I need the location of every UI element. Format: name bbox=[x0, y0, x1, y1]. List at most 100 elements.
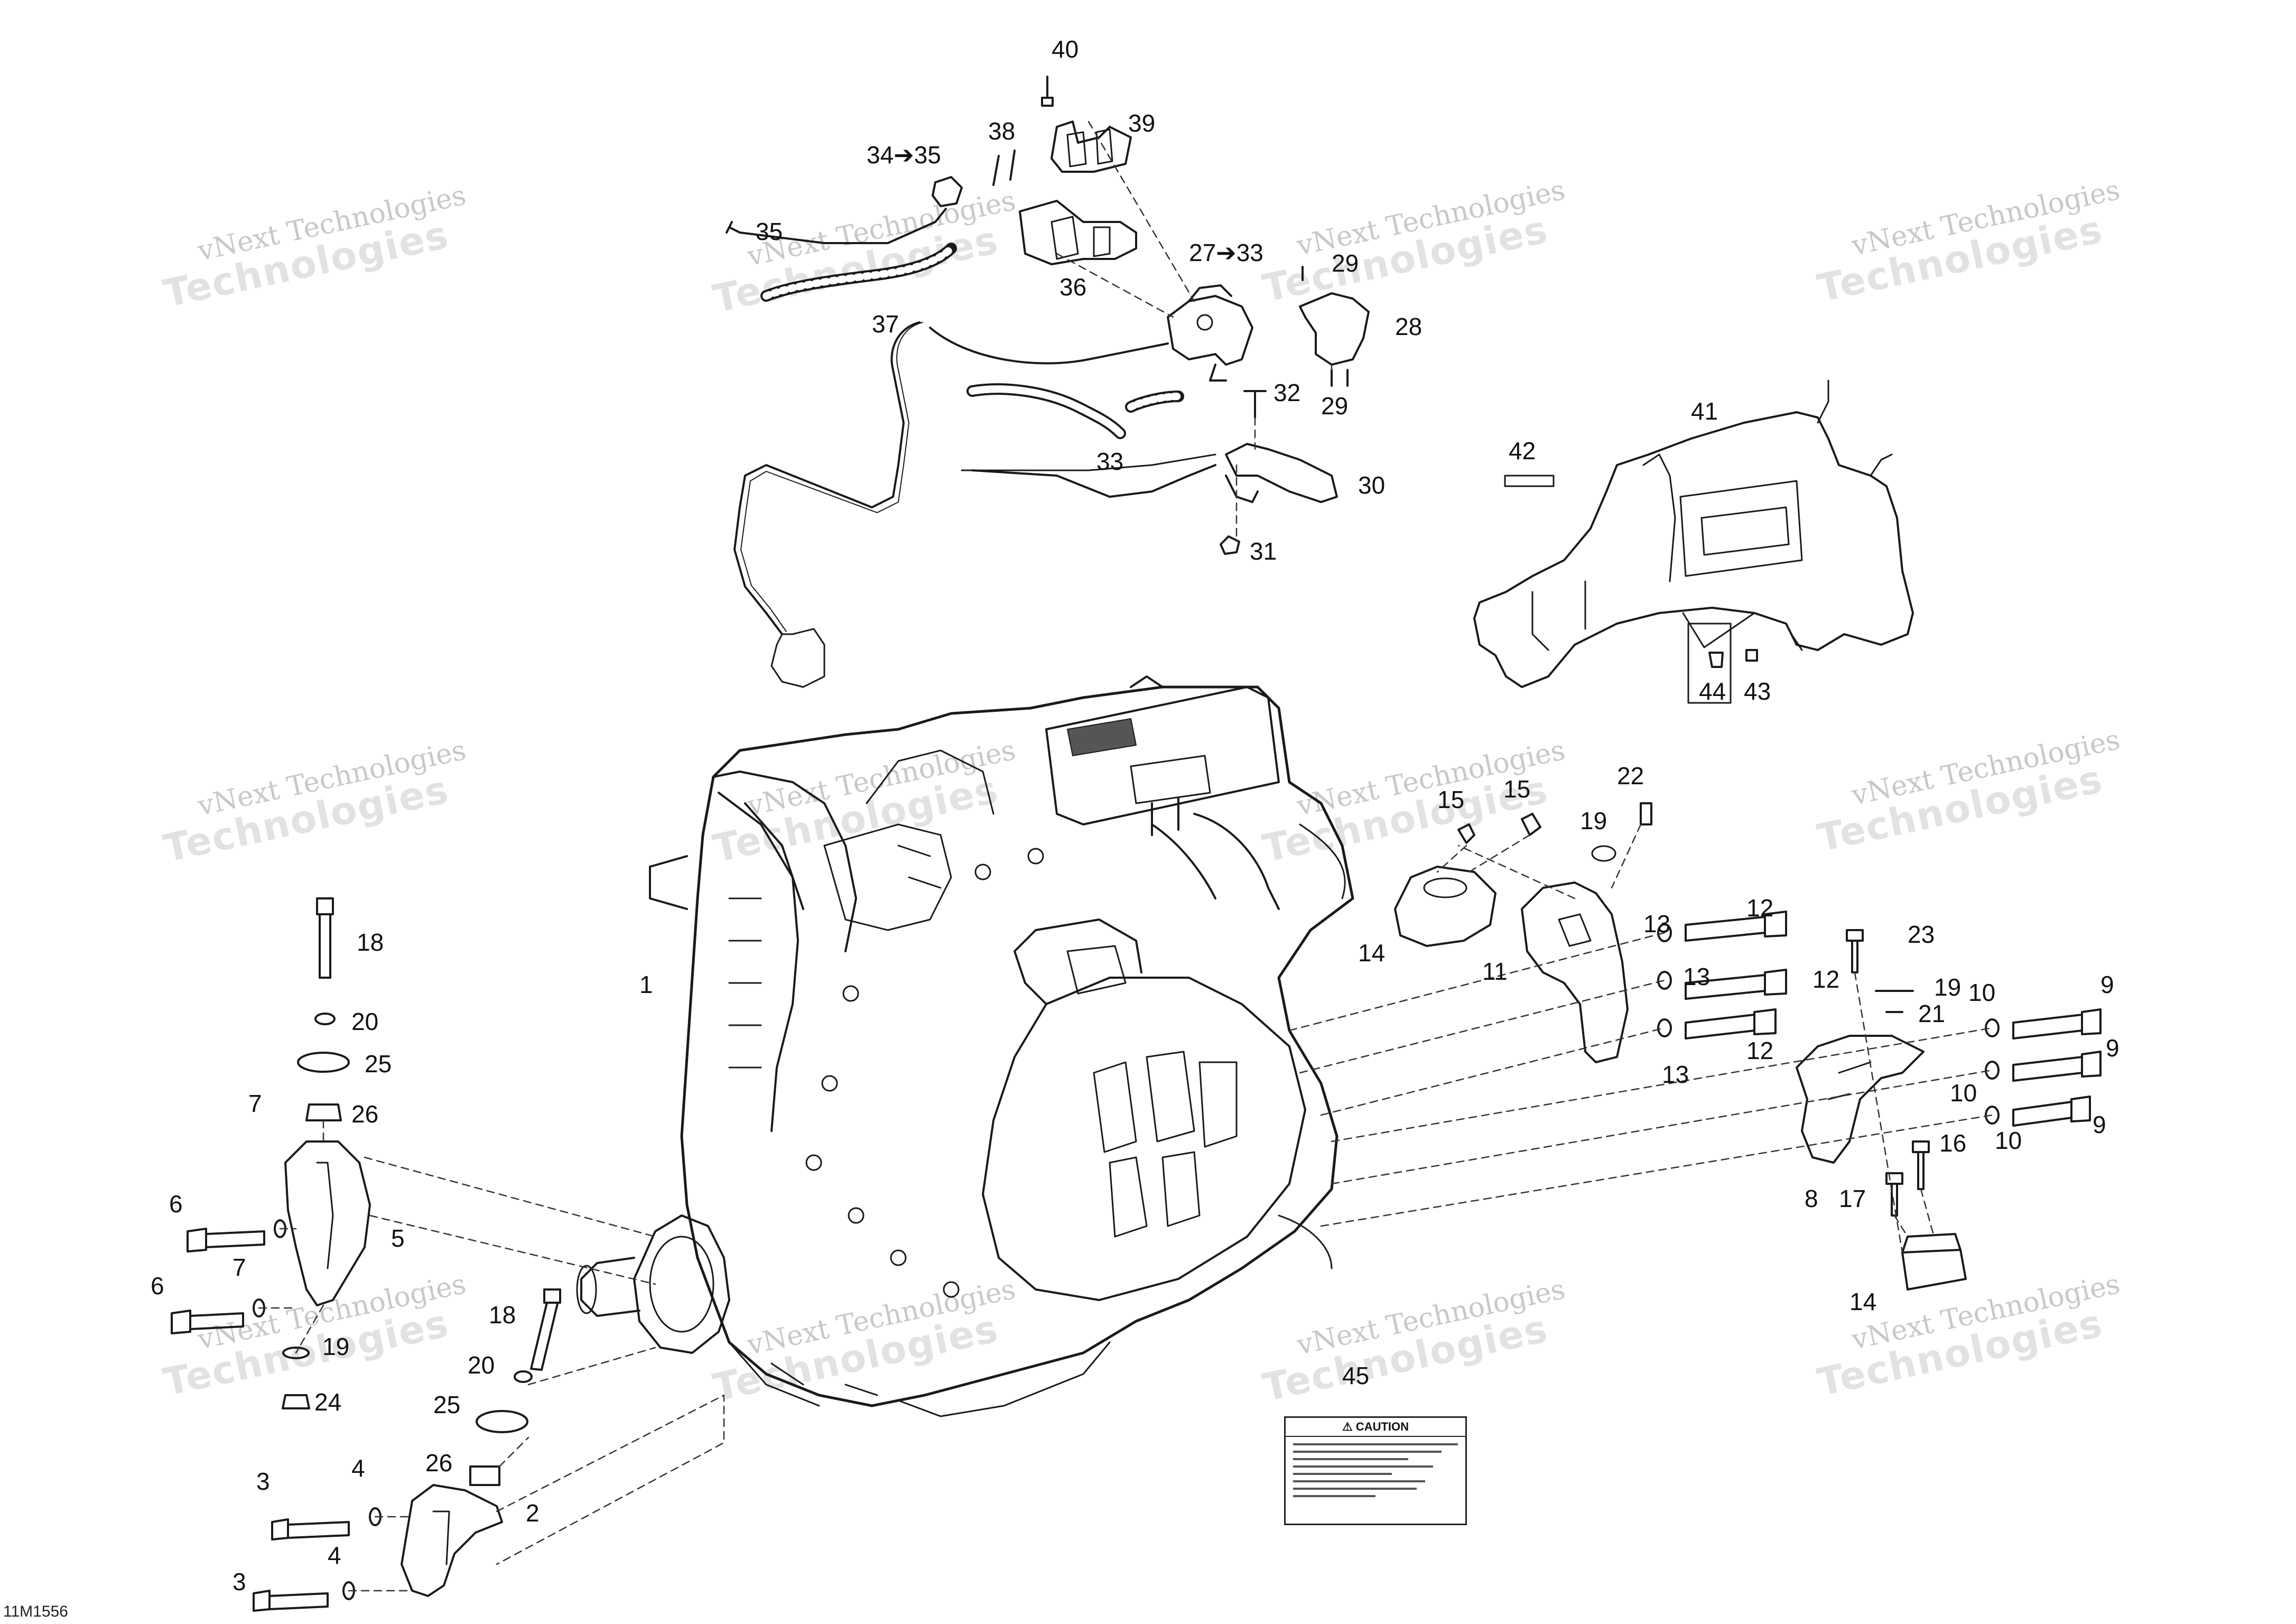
caution-decal-heading: ⚠ CAUTION bbox=[1286, 1418, 1465, 1437]
callout-c20a: 20 bbox=[351, 1008, 379, 1035]
callout-c37: 37 bbox=[872, 310, 899, 338]
part-42-pad bbox=[1504, 475, 1555, 487]
callout-c29b: 29 bbox=[1321, 392, 1349, 420]
callout-c21: 21 bbox=[1918, 1000, 1946, 1027]
part-39-clamp bbox=[1041, 76, 1132, 173]
parts-23-19-21 bbox=[1846, 929, 1914, 1013]
callout-c7a: 7 bbox=[248, 1090, 262, 1117]
callout-c32: 32 bbox=[1274, 379, 1301, 406]
part-24-nut bbox=[282, 1394, 310, 1409]
callout-c18a: 18 bbox=[357, 929, 384, 956]
callout-c10a: 10 bbox=[1968, 979, 1996, 1006]
part-14-mount-upper bbox=[1394, 866, 1496, 947]
callout-c19c: 19 bbox=[322, 1333, 350, 1360]
part-41-frame bbox=[1473, 379, 1914, 688]
callout-c12c: 12 bbox=[1746, 1037, 1774, 1064]
callout-c36: 36 bbox=[1059, 273, 1087, 301]
parts-16-17-bolts bbox=[1885, 1140, 1930, 1217]
part-36-housing bbox=[992, 150, 1137, 265]
part-5-bracket bbox=[284, 1140, 371, 1306]
callout-c41: 41 bbox=[1691, 397, 1718, 425]
callout-c9b: 9 bbox=[2106, 1034, 2120, 1062]
callout-c28: 28 bbox=[1395, 313, 1423, 340]
assembly-lines bbox=[258, 120, 1993, 1592]
callout-c5: 5 bbox=[391, 1224, 405, 1252]
part-31-nut bbox=[1220, 535, 1240, 555]
callout-c26b: 26 bbox=[425, 1449, 453, 1477]
callout-c27: 27➔33 bbox=[1189, 239, 1263, 266]
callout-c4b: 4 bbox=[328, 1542, 341, 1569]
part-26-nut-upper bbox=[305, 1103, 342, 1121]
part-26-nut-lower bbox=[469, 1465, 500, 1486]
part-14-mount-lower bbox=[1901, 1233, 1967, 1291]
part-35-connector bbox=[726, 176, 963, 244]
callout-c18b: 18 bbox=[489, 1301, 516, 1329]
callout-c6b: 6 bbox=[151, 1272, 164, 1300]
part-37-loom bbox=[760, 243, 957, 302]
callout-c7b: 7 bbox=[233, 1254, 246, 1281]
callout-c40: 40 bbox=[1052, 35, 1079, 63]
callout-c19a: 19 bbox=[1580, 807, 1607, 834]
callout-c17: 17 bbox=[1839, 1185, 1866, 1212]
part-2-bracket bbox=[401, 1484, 503, 1597]
part-19-washer-left bbox=[282, 1347, 310, 1359]
part-32-screw bbox=[1243, 390, 1267, 419]
callout-c8: 8 bbox=[1805, 1185, 1818, 1212]
callout-c34: 34➔35 bbox=[867, 141, 941, 169]
callout-c2: 2 bbox=[526, 1499, 540, 1527]
parts-6-7-bolts bbox=[171, 1219, 286, 1334]
small-fasteners-top-right bbox=[1457, 802, 1652, 862]
callout-c31: 31 bbox=[1250, 537, 1277, 565]
callout-c29a: 29 bbox=[1332, 249, 1359, 277]
callout-c10c: 10 bbox=[1995, 1127, 2022, 1154]
part-33-hose bbox=[966, 383, 1184, 439]
callout-c42: 42 bbox=[1509, 437, 1536, 465]
callout-c9a: 9 bbox=[2100, 971, 2114, 998]
callout-c16: 16 bbox=[1939, 1129, 1967, 1157]
callout-c23: 23 bbox=[1908, 921, 1935, 948]
part-20-washer-upper bbox=[314, 1013, 336, 1025]
part-11-bracket bbox=[1521, 881, 1629, 1063]
callout-c22: 22 bbox=[1617, 762, 1644, 790]
part-18-bolt-upper bbox=[316, 897, 334, 979]
part-25-washer-upper bbox=[297, 1052, 350, 1073]
callout-c25a: 25 bbox=[365, 1050, 392, 1078]
callout-c20b: 20 bbox=[468, 1351, 495, 1379]
part-20-washer-lower bbox=[514, 1370, 533, 1383]
callout-c35: 35 bbox=[756, 218, 783, 245]
callout-c30: 30 bbox=[1358, 471, 1386, 499]
caution-decal-text-lines bbox=[1293, 1443, 1458, 1516]
callout-c39: 39 bbox=[1128, 109, 1156, 137]
callout-c19b: 19 bbox=[1934, 973, 1962, 1001]
callout-c26a: 26 bbox=[351, 1100, 379, 1128]
callout-c44: 44 bbox=[1699, 678, 1726, 705]
callout-c11: 11 bbox=[1482, 958, 1508, 985]
part-27-block bbox=[1167, 284, 1253, 382]
wiring-harness bbox=[733, 321, 1216, 688]
callout-c33: 33 bbox=[1096, 448, 1124, 475]
callout-c13c: 13 bbox=[1662, 1061, 1689, 1088]
reference-code: 11M1556 bbox=[3, 1603, 68, 1620]
callout-c3b: 3 bbox=[233, 1568, 246, 1595]
callout-c9c: 9 bbox=[2093, 1111, 2106, 1138]
part-44-43-fasteners bbox=[1682, 612, 1758, 704]
callout-c1: 1 bbox=[639, 971, 653, 998]
callout-c25b: 25 bbox=[433, 1391, 461, 1418]
callout-c14b: 14 bbox=[1849, 1288, 1877, 1315]
callout-c15b: 15 bbox=[1503, 775, 1531, 803]
callout-c12b: 12 bbox=[1812, 966, 1840, 993]
callout-c43: 43 bbox=[1744, 678, 1771, 705]
parts-9-10-bolts bbox=[1985, 1008, 2102, 1127]
callout-c3a: 3 bbox=[256, 1468, 270, 1495]
callout-c13a: 13 bbox=[1643, 910, 1671, 938]
part-18-bolt-lower bbox=[530, 1288, 561, 1371]
callout-c45: 45 bbox=[1342, 1362, 1370, 1389]
parts-12-13-bolts bbox=[1657, 911, 1787, 1040]
part-25-washer-lower bbox=[476, 1410, 528, 1433]
engine-assembly bbox=[576, 675, 1354, 1417]
callout-c10b: 10 bbox=[1950, 1079, 1977, 1107]
callout-c24: 24 bbox=[314, 1388, 342, 1416]
callout-c6a: 6 bbox=[169, 1190, 183, 1218]
